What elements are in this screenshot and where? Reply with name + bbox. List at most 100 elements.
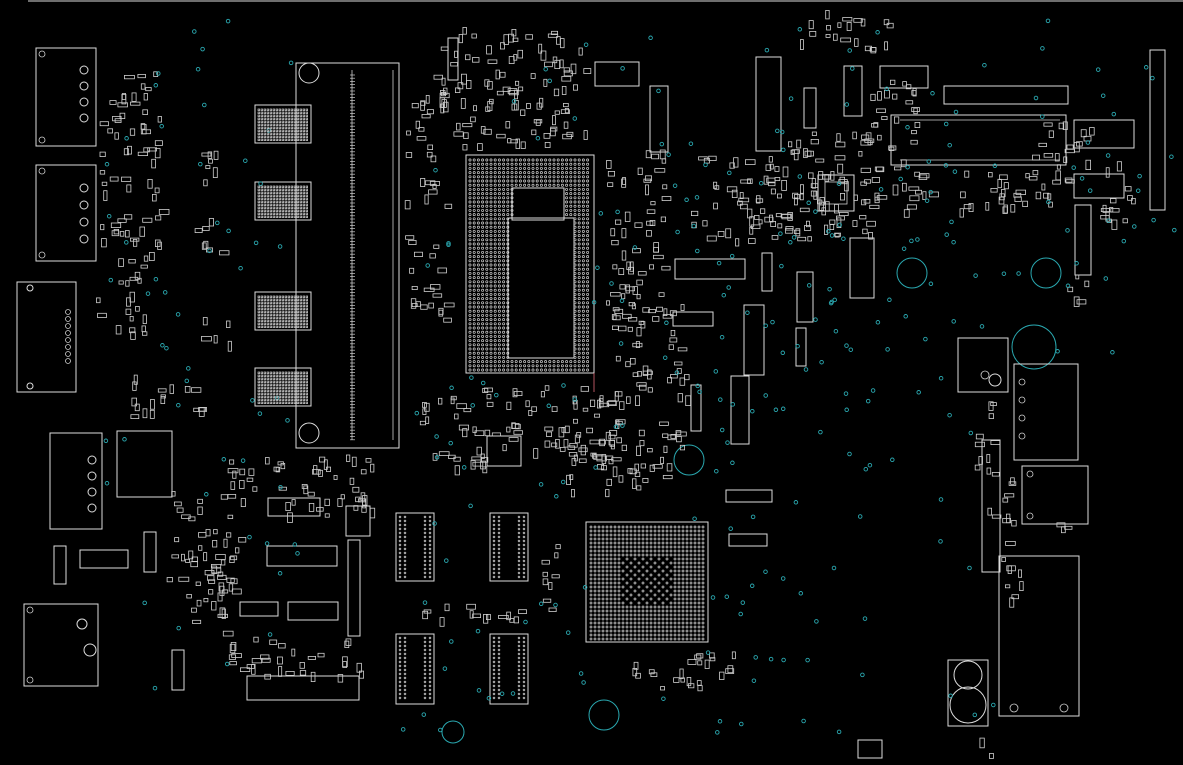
component-block[interactable] — [649, 85, 669, 153]
bga-ball — [577, 360, 581, 364]
component-block[interactable] — [1073, 173, 1125, 199]
bga-ball — [669, 549, 673, 553]
component-block[interactable] — [79, 549, 129, 569]
bga-ball — [681, 577, 685, 581]
connector-audio-jack[interactable] — [23, 603, 99, 687]
component-block[interactable] — [143, 531, 157, 573]
connector-usb-port-left[interactable] — [49, 432, 103, 530]
connector-lan-port-2[interactable] — [35, 164, 97, 262]
component-block[interactable] — [728, 533, 768, 547]
via — [901, 246, 907, 251]
bga-ball — [269, 398, 272, 401]
bga-ball — [260, 123, 263, 126]
smd-part — [131, 397, 137, 407]
bga-ball — [641, 549, 645, 553]
component-block[interactable] — [266, 545, 338, 567]
vram-chip-1[interactable] — [395, 512, 435, 582]
component-block[interactable] — [347, 539, 361, 637]
component-block[interactable] — [594, 61, 640, 87]
component-block[interactable] — [53, 545, 67, 585]
bga-ball — [577, 255, 581, 259]
connector-usb-port-right-1[interactable] — [1013, 363, 1079, 461]
bga-ball — [263, 120, 266, 123]
component-block[interactable] — [239, 601, 279, 617]
bga-ball — [275, 383, 278, 386]
bga-ball — [497, 334, 501, 338]
bga-ball — [398, 571, 402, 575]
memory-slot-sodimm[interactable] — [295, 62, 400, 449]
component-block[interactable] — [267, 497, 321, 517]
bga-ball — [497, 636, 501, 640]
component-block[interactable] — [287, 601, 339, 621]
card-reader-slot[interactable] — [981, 439, 1001, 573]
bga-ball — [281, 392, 284, 395]
memory-chip-2[interactable] — [254, 181, 312, 221]
smd-part — [1032, 170, 1039, 176]
transformer-module[interactable] — [116, 430, 173, 498]
bga-ball — [693, 573, 697, 577]
audio-speaker-jack[interactable] — [947, 659, 989, 727]
component-block[interactable] — [674, 258, 746, 280]
component-block[interactable] — [857, 739, 883, 759]
bga-ball — [284, 304, 287, 307]
bga-ball — [517, 519, 521, 523]
bga-ball — [302, 194, 305, 197]
smd-part — [160, 396, 166, 404]
component-block[interactable] — [795, 327, 807, 367]
component-block[interactable] — [879, 65, 929, 89]
component-block[interactable] — [730, 375, 750, 445]
bga-ball — [677, 605, 681, 609]
memory-chip-4[interactable] — [254, 367, 312, 407]
connector-dc-jack[interactable] — [957, 337, 1009, 393]
memory-chip-3[interactable] — [254, 291, 312, 331]
connector-flex-bottom[interactable] — [246, 675, 360, 701]
cpu-bga-package[interactable] — [465, 154, 595, 374]
bga-ball — [281, 123, 284, 126]
ic-chip[interactable] — [486, 435, 522, 467]
bga-ball — [497, 318, 501, 322]
component-block[interactable] — [1073, 119, 1135, 149]
via — [226, 228, 231, 234]
smd-part — [637, 371, 642, 377]
connector-vga-port[interactable] — [16, 281, 77, 393]
vram-chip-4[interactable] — [489, 633, 529, 705]
component-block[interactable] — [803, 87, 817, 129]
component-block[interactable] — [725, 489, 773, 503]
component-block[interactable] — [761, 252, 773, 292]
connector-side-edge[interactable] — [1149, 49, 1166, 211]
via — [446, 241, 451, 246]
component-block[interactable] — [171, 649, 185, 691]
smd-part — [149, 409, 155, 419]
smd-part — [240, 498, 246, 508]
bga-ball — [605, 553, 609, 557]
memory-chip-1[interactable] — [254, 104, 312, 144]
bga-ball — [290, 395, 293, 398]
connector-flex[interactable] — [943, 85, 1069, 105]
bga-ball — [284, 188, 287, 191]
component-block[interactable] — [672, 311, 714, 327]
bga-ball — [284, 310, 287, 313]
smd-part — [518, 86, 524, 92]
component-block[interactable] — [447, 37, 459, 81]
component-block[interactable] — [849, 237, 875, 299]
pch-bga-package[interactable] — [585, 521, 709, 643]
vram-chip-3[interactable] — [395, 633, 435, 705]
component-block[interactable] — [743, 304, 765, 376]
bga-ball — [269, 114, 272, 117]
component-block[interactable] — [690, 384, 702, 432]
connector-vertical[interactable] — [1074, 204, 1092, 276]
bga-ball — [617, 617, 621, 621]
bga-ball — [266, 371, 269, 374]
connector-vertical[interactable] — [755, 56, 782, 152]
connector-lan-port-1[interactable] — [35, 47, 97, 147]
bga-ball — [497, 171, 501, 175]
connector-usb-port-right-2[interactable] — [1021, 465, 1089, 525]
component-block[interactable] — [796, 271, 814, 323]
component-block[interactable] — [843, 65, 863, 117]
vram-chip-2[interactable] — [489, 512, 529, 582]
connector-hdmi-port[interactable] — [998, 555, 1080, 717]
bga-ball — [637, 541, 641, 545]
ic-controller-qfn[interactable] — [817, 174, 855, 212]
